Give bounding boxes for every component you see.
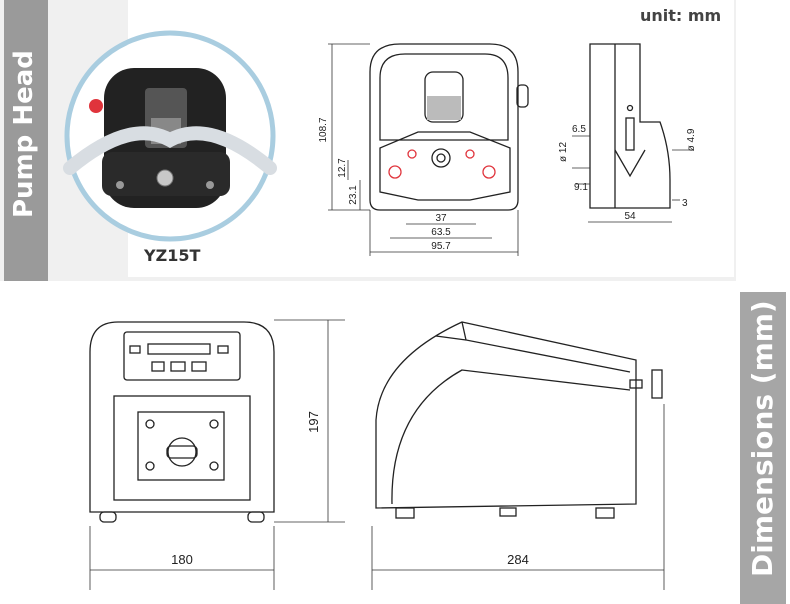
head-dim-9-1: 9.1 bbox=[574, 182, 588, 193]
tube bbox=[63, 126, 277, 175]
pump-height-dim: 197 bbox=[306, 411, 321, 433]
pump-depth-dim: 284 bbox=[507, 552, 529, 567]
unit-label: unit: mm bbox=[640, 6, 722, 25]
pump-width-dim: 180 bbox=[171, 552, 193, 567]
pump-side-view bbox=[375, 321, 663, 519]
head-dim-4-9: ø 4.9 bbox=[686, 128, 697, 151]
pump-side-dims bbox=[371, 404, 665, 590]
red-latch bbox=[89, 99, 103, 113]
pump-head-tab bbox=[4, 0, 48, 281]
pump-front-view bbox=[89, 321, 275, 523]
head-height-dim: 108.7 bbox=[318, 117, 329, 142]
head-side-view bbox=[589, 43, 671, 209]
head-front-view bbox=[369, 43, 529, 211]
head-dim-23-1: 23.1 bbox=[348, 185, 359, 205]
head-dim-95-7: 95.7 bbox=[431, 241, 451, 252]
head-dim-63-5: 63.5 bbox=[431, 227, 451, 238]
head-dim-12-7: 12.7 bbox=[337, 158, 348, 178]
model-label: YZ15T bbox=[144, 246, 201, 265]
head-dim-12: ø 12 bbox=[558, 142, 569, 162]
dimensions-tab bbox=[740, 292, 786, 604]
head-dim-37: 37 bbox=[435, 213, 447, 224]
head-dim-3: 3 bbox=[682, 198, 688, 209]
head-dim-54: 54 bbox=[624, 211, 636, 222]
pump-front-dims bbox=[89, 319, 345, 590]
head-side-dims bbox=[572, 135, 694, 223]
pump-head-photo bbox=[63, 30, 277, 242]
head-front-dims bbox=[328, 43, 519, 256]
head-dim-6-5: 6.5 bbox=[572, 124, 586, 135]
